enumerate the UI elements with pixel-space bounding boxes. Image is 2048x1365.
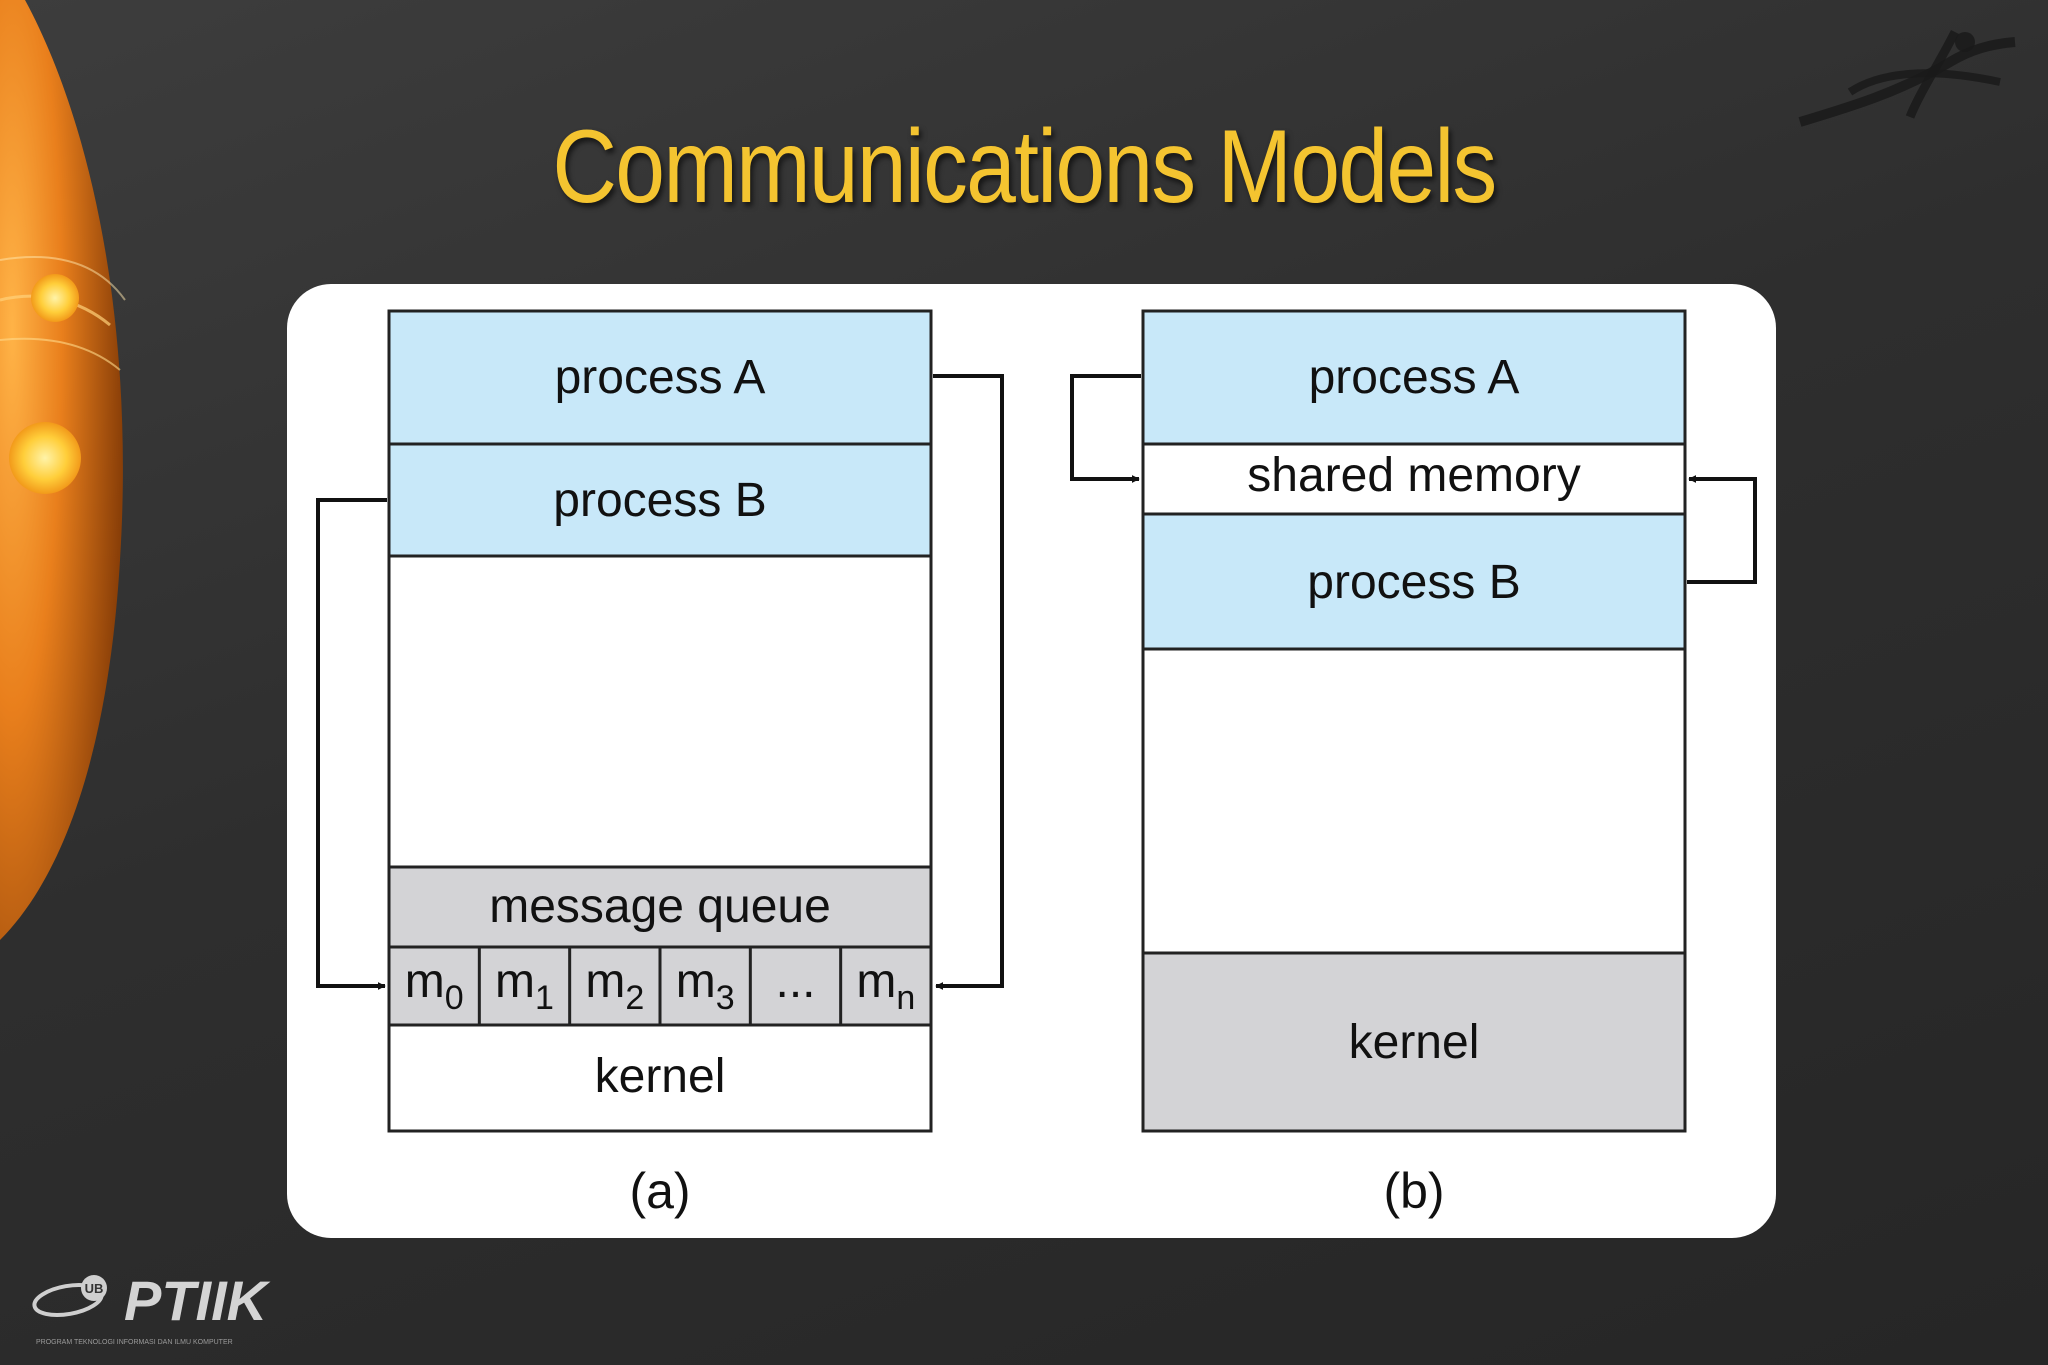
message-queue-label: message queue bbox=[489, 880, 831, 933]
diagram-b-kernel-label: kernel bbox=[1349, 1016, 1480, 1069]
diagram-b-kernel-box bbox=[1141, 951, 1687, 1133]
diagram-b-process-a-label: process A bbox=[1309, 351, 1520, 404]
arrow-process-a-to-queue bbox=[933, 374, 1004, 990]
logo-wordmark: PTIIK bbox=[124, 1269, 271, 1332]
diagram-b-caption: (b) bbox=[1383, 1163, 1444, 1219]
diagram-b-process-b-box bbox=[1141, 512, 1687, 651]
slide-title: Communications Models bbox=[552, 109, 1497, 225]
diagram-a-caption: (a) bbox=[629, 1163, 690, 1219]
glow-dot bbox=[31, 274, 79, 322]
diagram-a-process-b-box bbox=[387, 442, 933, 558]
diagram-b-shared-memory: process A shared memory process B kernel… bbox=[1070, 309, 1757, 1219]
arrow-process-b-to-shared-memory bbox=[1687, 475, 1757, 584]
arrow-process-b-to-queue bbox=[316, 498, 387, 990]
message-queue-box bbox=[387, 865, 933, 949]
diagram-a-kernel-label: kernel bbox=[595, 1050, 726, 1103]
logo-tagline: PROGRAM TEKNOLOGI INFORMASI DAN ILMU KOM… bbox=[36, 1339, 233, 1346]
queue-cell-0: m0 bbox=[405, 955, 464, 1017]
arrow-process-a-to-shared-memory bbox=[1070, 374, 1141, 483]
shared-memory-label: shared memory bbox=[1247, 449, 1580, 502]
logo-badge-text: UB bbox=[85, 1281, 104, 1296]
diagram-b-process-b-label: process B bbox=[1307, 556, 1520, 609]
diagram-a-process-b-label: process B bbox=[553, 474, 766, 527]
diagram-a-process-a-box bbox=[387, 309, 933, 446]
diagram-b-process-a-box bbox=[1141, 309, 1687, 446]
queue-cell-ellipsis: ... bbox=[775, 955, 815, 1008]
university-logo bbox=[1798, 29, 2016, 127]
ptiik-logo: UB PTIIK PROGRAM TEKNOLOGI INFORMASI DAN… bbox=[32, 1269, 271, 1346]
glow-dot bbox=[9, 422, 81, 494]
diagram-a-process-a-label: process A bbox=[555, 351, 766, 404]
diagram-a-kernel-box bbox=[387, 1023, 933, 1133]
